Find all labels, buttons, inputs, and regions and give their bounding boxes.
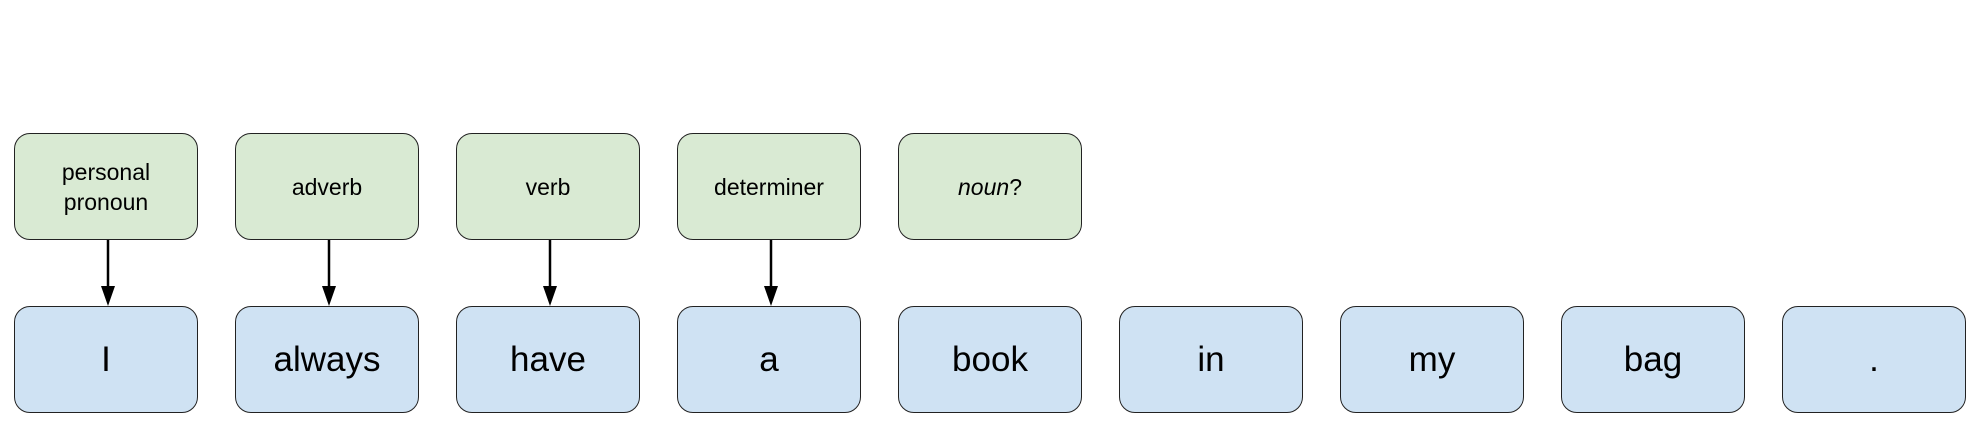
token-box: a <box>677 306 861 413</box>
pos-tag-label: adverb <box>291 173 363 200</box>
arrow-down-icon <box>761 240 781 306</box>
arrow-down-icon <box>98 240 118 306</box>
pos-tag-label: personal pronoun <box>61 158 151 215</box>
arrow-down-icon <box>319 240 339 306</box>
token-box: I <box>14 306 198 413</box>
pos-tag-box-determiner: determiner <box>677 133 861 240</box>
pos-tag-box-adverb: adverb <box>235 133 419 240</box>
token-box: in <box>1119 306 1303 413</box>
token-box: bag <box>1561 306 1745 413</box>
token-box: . <box>1782 306 1966 413</box>
token-box: always <box>235 306 419 413</box>
pos-tag-label: noun? <box>948 172 1032 202</box>
token-box: my <box>1340 306 1524 413</box>
pos-tag-box-personal-pronoun: personal pronoun <box>14 133 198 240</box>
pos-tag-label-suffix: ? <box>1009 173 1022 200</box>
pos-tag-box-noun-uncertain: noun? <box>898 133 1082 240</box>
arrow-down-icon <box>540 240 560 306</box>
pos-tag-label: verb <box>525 173 571 200</box>
pos-tag-label-italic: noun <box>958 173 1010 200</box>
pos-tag-label: determiner <box>714 173 824 200</box>
token-box: book <box>898 306 1082 413</box>
token-box: have <box>456 306 640 413</box>
pos-tag-box-verb: verb <box>456 133 640 240</box>
